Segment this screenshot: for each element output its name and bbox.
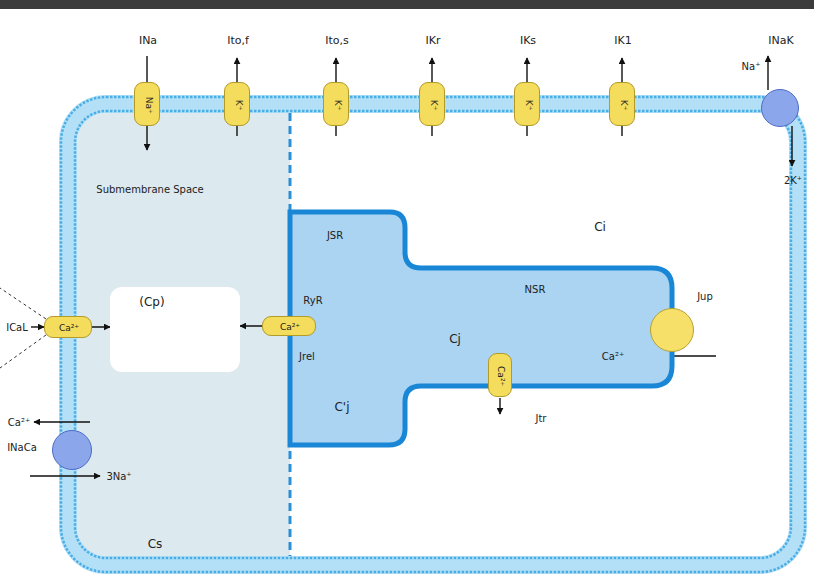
current-label: INaCa <box>7 442 37 454</box>
ion-label: K⁺ <box>428 100 438 111</box>
submembrane-fill <box>77 113 290 556</box>
sodium-calcium-exchanger: Ca²⁺INaCa3Na⁺ <box>52 430 92 470</box>
compartment-label: (Cp) <box>139 296 164 310</box>
ion-label: Ca²⁺ <box>496 366 506 386</box>
region-label: JSR <box>327 230 343 242</box>
ion-channel: INaNa⁺ <box>134 82 160 126</box>
ion-label: 2K⁺ <box>784 175 802 187</box>
flux-label: Jrel <box>299 351 315 363</box>
cell-membrane <box>68 104 798 565</box>
current-label: Ito,f <box>227 35 249 48</box>
current-label: IKs <box>520 35 536 48</box>
sodium-potassium-pump: INaKNa⁺2K⁺ <box>761 89 799 127</box>
ion-label: Ca²⁺ <box>59 323 79 333</box>
current-label: ICaL <box>6 322 28 334</box>
ion-label: Na⁺ <box>143 97 153 114</box>
compartment-label: Ci <box>594 221 606 235</box>
ion-label: 3Na⁺ <box>106 471 131 483</box>
current-label: INaK <box>768 35 793 48</box>
ion-label: Na⁺ <box>742 61 761 73</box>
current-label: IKr <box>426 35 441 48</box>
ion-label: K⁺ <box>618 100 628 111</box>
channel-label: RyR <box>303 295 322 307</box>
ion-label: Ca²⁺ <box>8 417 30 429</box>
ion-channel: IKrK⁺ <box>419 82 445 126</box>
dyadic-space: (Cp) <box>110 287 240 372</box>
ion-label: K⁺ <box>523 100 533 111</box>
ion-label: Ca²⁺ <box>280 322 300 332</box>
serca-pump: JupCa²⁺ <box>650 308 694 352</box>
submembrane-space: (Cp) Submembrane SpaceCs <box>77 113 290 556</box>
calcium-flux-arrow <box>240 325 262 327</box>
compartment-label: Cs <box>148 538 163 552</box>
ion-label: K⁺ <box>233 100 243 111</box>
membrane-inner-leaflet <box>75 111 791 558</box>
sarcoplasmic-reticulum: RyRCa²⁺JrelCa²⁺JtrJupCa²⁺JSRNSRCjC'j <box>286 208 676 449</box>
ion-channel: Ito,fK⁺ <box>224 82 250 126</box>
ion-channel: IKsK⁺ <box>514 82 540 126</box>
ion-channel: IK1K⁺ <box>609 82 635 126</box>
compartment-label: Cj <box>449 333 461 347</box>
flux-label: Jtr <box>536 413 547 425</box>
cell: INaNa⁺Ito,fK⁺Ito,sK⁺IKrK⁺IKsK⁺IK1K⁺INaKN… <box>59 95 807 574</box>
frame-bar <box>0 0 814 9</box>
region-label: Submembrane Space <box>96 184 203 196</box>
flux-label: Jup <box>697 291 713 303</box>
current-label: IK1 <box>614 35 631 48</box>
calcium-flux-arrow <box>92 326 110 328</box>
region-label: NSR <box>525 284 546 296</box>
current-label: INa <box>139 35 157 48</box>
ryanodine-receptor: RyRCa²⁺Jrel <box>262 316 316 336</box>
current-label: Ito,s <box>325 35 349 48</box>
ion-label: K⁺ <box>332 100 342 111</box>
compartment-label: C'j <box>334 401 349 415</box>
ion-label: Ca²⁺ <box>602 351 624 363</box>
ion-channel: Ito,sK⁺ <box>323 82 349 126</box>
membrane-outer-leaflet <box>61 97 805 572</box>
flux-arrows <box>30 56 792 476</box>
l-type-calcium-channel: ICaLCa²⁺ <box>44 316 92 338</box>
leader-lines <box>0 288 46 368</box>
transfer-channel: Ca²⁺Jtr <box>488 353 512 397</box>
